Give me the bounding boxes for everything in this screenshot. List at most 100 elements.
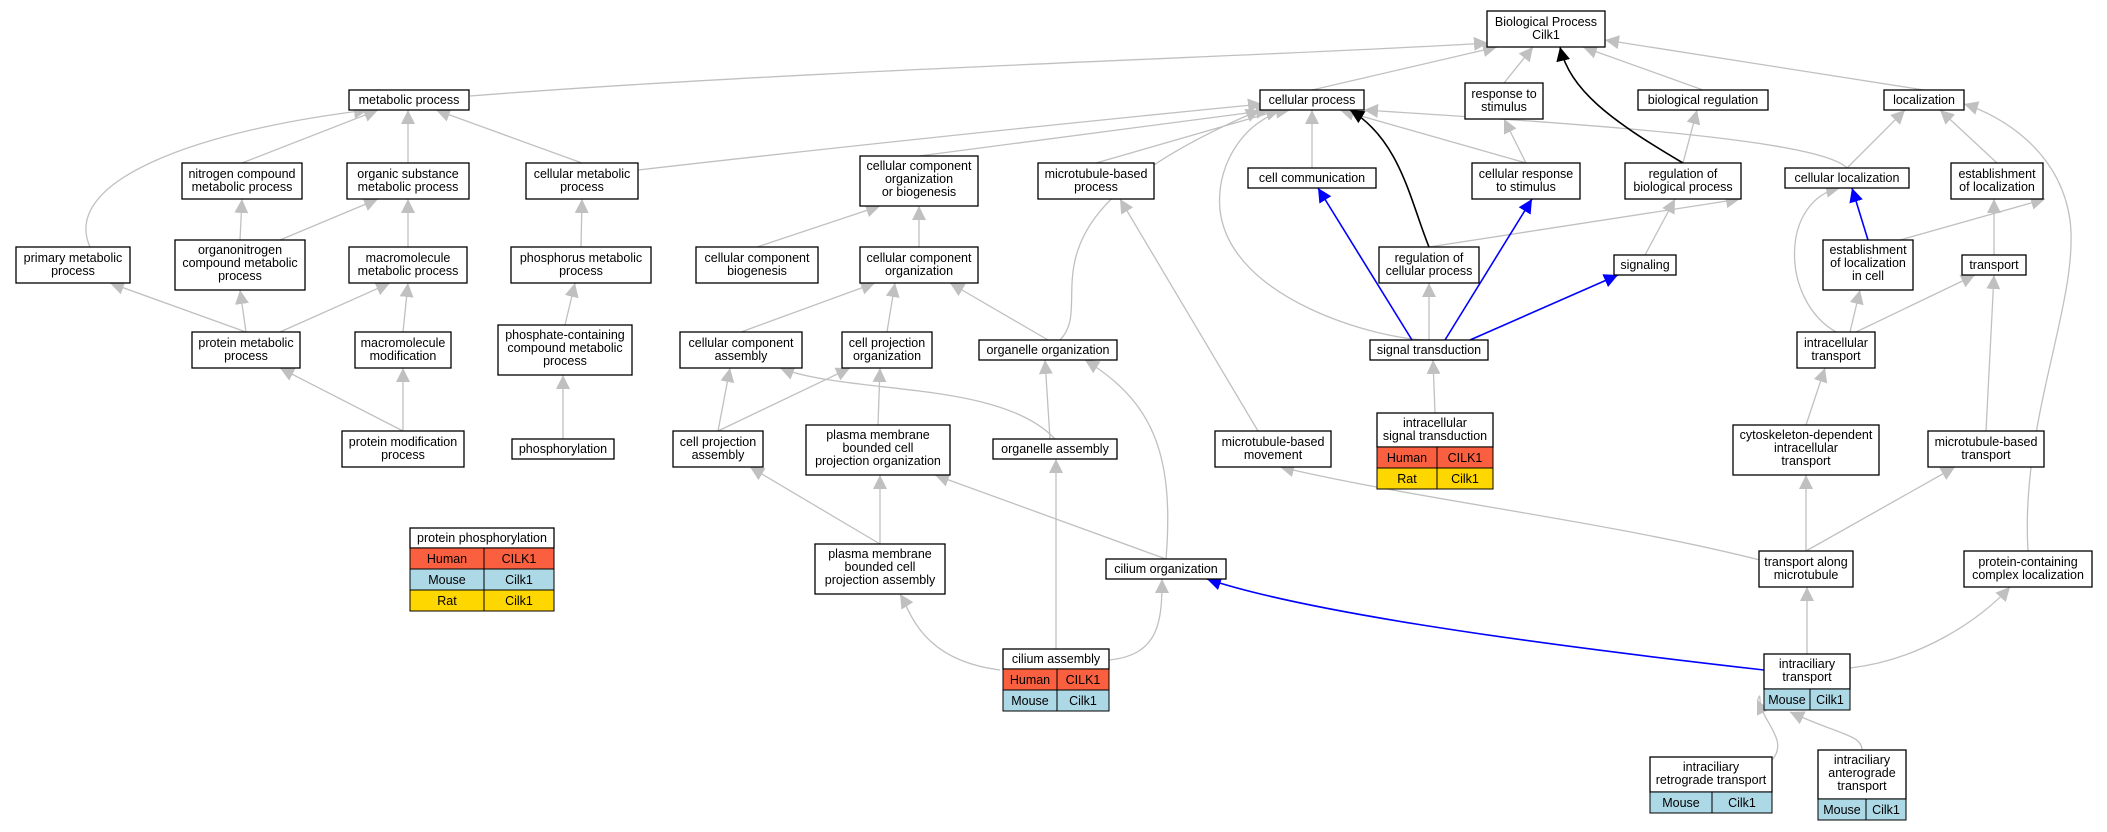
- node-label: cilium organization: [1114, 562, 1218, 576]
- node-biological-regulation[interactable]: biological regulation: [1637, 89, 1769, 111]
- node-label: compound metabolic: [507, 341, 622, 355]
- node-signal-transduction[interactable]: signal transduction: [1369, 339, 1489, 361]
- node-organelle-assembly[interactable]: organelle assembly: [992, 438, 1118, 460]
- isa-edge: [740, 281, 876, 333]
- node-label: cytoskeleton-dependent: [1740, 428, 1873, 442]
- annotated-edge: [1317, 187, 1413, 341]
- table-intracellular-signal-transduction[interactable]: intracellular signal transduction Human …: [1376, 412, 1494, 490]
- table-title: cilium assembly: [1012, 652, 1101, 666]
- node-label: phosphorylation: [519, 442, 607, 456]
- isa-edge: [1805, 367, 1828, 426]
- node-label: assembly: [692, 448, 746, 462]
- isa-edge: [279, 197, 379, 241]
- table-intraciliary-transport[interactable]: intraciliary transport Mouse Cilk1: [1763, 653, 1851, 711]
- node-phosphorylation[interactable]: phosphorylation: [511, 438, 615, 460]
- table-intraciliary-retrograde-transport[interactable]: intraciliary retrograde transport Mouse …: [1649, 756, 1773, 814]
- node-cilium-organization[interactable]: cilium organization: [1105, 558, 1227, 580]
- isa-edge: [756, 203, 881, 248]
- node-label: cellular metabolic: [534, 167, 631, 181]
- node-label: organelle organization: [986, 343, 1109, 357]
- node-label: biological regulation: [1648, 93, 1759, 107]
- node-label: intracellular: [1804, 336, 1868, 350]
- node-localization[interactable]: localization: [1883, 89, 1965, 111]
- table-title: signal transduction: [1383, 429, 1487, 443]
- species-label: Mouse: [1768, 693, 1806, 707]
- regulation-edge: [1556, 46, 1684, 164]
- isa-edge: [1756, 695, 1779, 761]
- isa-edge: [949, 282, 1049, 341]
- node-label: metabolic process: [192, 180, 293, 194]
- node-cytoskeleton-dependent-transport[interactable]: cytoskeleton-dependentintracellulartrans…: [1732, 424, 1880, 476]
- isa-edge: [1793, 183, 1841, 333]
- node-metabolic-process[interactable]: metabolic process: [348, 89, 470, 111]
- node-label: cellular process: [1386, 264, 1473, 278]
- species-label: Mouse: [1823, 803, 1861, 817]
- isa-edge: [109, 281, 247, 333]
- node-label: protein modification: [349, 435, 457, 449]
- node-label: transport: [1961, 448, 2011, 462]
- node-signaling[interactable]: signaling: [1613, 254, 1677, 276]
- node-transport[interactable]: transport: [1961, 254, 2027, 276]
- isa-edge: [1855, 274, 1976, 333]
- node-label: bounded cell: [843, 441, 914, 455]
- gene-label: Cilk1: [505, 594, 533, 608]
- annotated-terms: protein phosphorylation Human CILK1 Mous…: [409, 412, 1907, 821]
- node-label: plasma membrane: [826, 428, 930, 442]
- node-cellular-process[interactable]: cellular process: [1259, 89, 1365, 111]
- node-label: in cell: [1852, 269, 1884, 283]
- isa-edge: [1218, 104, 1430, 341]
- node-organelle-organization[interactable]: organelle organization: [978, 339, 1118, 361]
- isa-edge: [1899, 196, 2046, 241]
- isa-edge: [1363, 103, 1848, 169]
- node-label: biological process: [1633, 180, 1732, 194]
- node-cell-communication[interactable]: cell communication: [1247, 167, 1377, 189]
- gene-label: Cilk1: [1069, 694, 1097, 708]
- node-label: organization: [885, 172, 953, 186]
- species-label: Mouse: [428, 573, 466, 587]
- gene-label: Cilk1: [1728, 796, 1756, 810]
- node-cellular-localization[interactable]: cellular localization: [1784, 167, 1910, 189]
- species-label: Human: [1010, 673, 1050, 687]
- table-intraciliary-anterograde-transport[interactable]: intraciliary anterograde transport Mouse…: [1817, 749, 1907, 821]
- isa-edge: [1582, 45, 1704, 91]
- annotated-edge: [1444, 198, 1533, 341]
- table-cilium-assembly[interactable]: cilium assembly Human CILK1 Mouse Cilk1: [1002, 648, 1110, 712]
- node-label: metabolic process: [359, 93, 460, 107]
- species-label: Rat: [1397, 472, 1417, 486]
- edges: [85, 35, 2072, 761]
- isa-edge: [918, 104, 1271, 157]
- table-protein-phosphorylation[interactable]: protein phosphorylation Human CILK1 Mous…: [409, 527, 555, 612]
